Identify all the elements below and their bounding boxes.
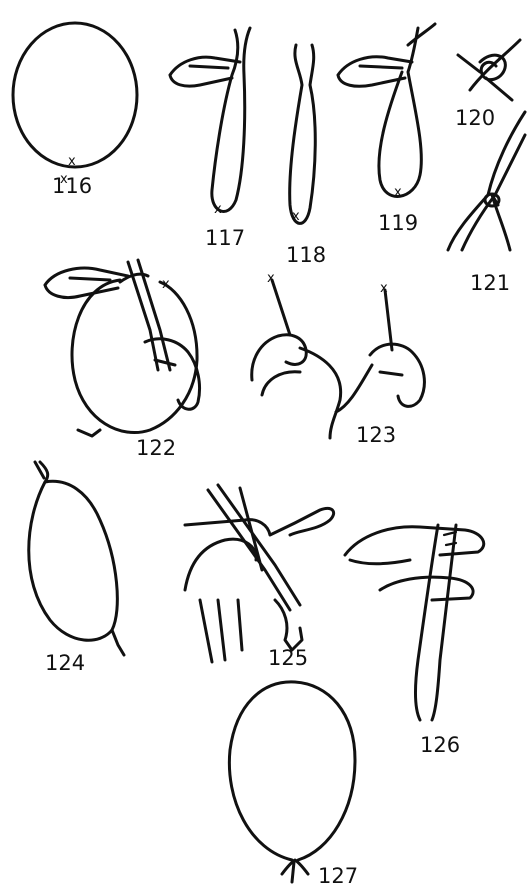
tie-mark-123-a: x [267,271,275,286]
balloon-outline-122 [72,280,197,433]
tie-mark-122: x [162,277,170,292]
figure-116: x x 116 [13,23,137,198]
figure-127: 127 [229,682,358,888]
figure-label-124: 124 [45,651,85,675]
left-hand-122 [45,268,128,297]
figure-label-121: 121 [470,271,510,295]
oval-balloon-124 [29,462,118,640]
figure-label-120: 120 [455,106,495,130]
figure-125: 125 [185,485,334,670]
figure-label-116: 116 [52,174,92,198]
figure-121: 121 [448,112,525,295]
knot-120 [458,40,520,100]
figure-119: x 119 [338,24,435,235]
figure-label-122: 122 [136,436,176,460]
tie-mark-119: x [394,185,402,200]
figure-label-117: 117 [205,226,245,250]
figure-120: 120 [455,40,520,130]
tie-mark-123-b: x [380,281,388,296]
tie-mark-116-a: x [68,154,76,169]
figure-label-127: 127 [318,864,358,888]
figure-label-125: 125 [268,646,308,670]
stretched-balloon-117 [212,28,250,211]
hand-126 [345,527,484,600]
figure-122: x 122 [45,260,200,460]
elongated-balloon-118 [290,45,316,223]
figure-label-118: 118 [286,243,326,267]
left-hand-123 [252,335,307,395]
hand-119 [338,24,435,86]
figure-label-126: 126 [420,733,460,757]
twisted-strands-121 [448,112,525,250]
tie-mark-118: x [292,209,300,224]
figure-label-119: 119 [378,211,418,235]
figure-118: x 118 [286,45,326,267]
figure-label-123: 123 [356,423,396,447]
teardrop-balloon-119 [379,28,421,196]
figure-124: 124 [29,462,124,675]
right-hand-123 [370,344,424,406]
figure-126: 126 [345,525,484,757]
strands-123 [272,280,392,350]
lower-hand-125 [185,539,256,662]
upper-hand-125 [185,508,334,535]
figure-117: x 117 [170,28,250,250]
balloon-knot-127 [282,860,308,882]
figure-123: x x 123 [252,271,425,447]
balloon-outline-116 [13,23,137,167]
tie-mark-117: x [214,202,222,217]
balloon-outline-127 [229,682,355,860]
